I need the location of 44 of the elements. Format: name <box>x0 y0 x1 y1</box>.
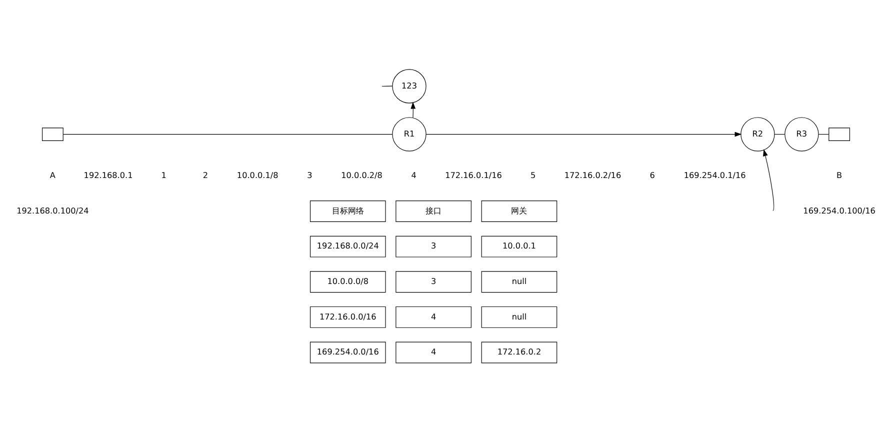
label: 3 <box>306 170 312 180</box>
node-circle: R2 <box>740 117 774 152</box>
connector <box>62 134 392 135</box>
node-box <box>828 128 850 141</box>
label: 172.16.0.2 <box>496 346 541 357</box>
label: 10.0.0.2/8 <box>340 170 382 180</box>
node-box <box>42 128 63 141</box>
label: 172.16.0.0/16 <box>318 311 376 322</box>
arrow <box>762 149 774 211</box>
node-label: 169.254.0.100/16 <box>802 205 875 216</box>
label: 192.168.0.1 <box>83 170 132 180</box>
connector <box>774 134 784 135</box>
label: 169.254.0.1/16 <box>683 170 746 180</box>
label: 3 <box>430 240 436 251</box>
label: 接口 <box>425 205 442 216</box>
label: 5 <box>530 170 536 180</box>
label: 6 <box>649 170 654 180</box>
arrow <box>425 132 742 137</box>
connector <box>818 134 829 135</box>
node-circle: R3 <box>784 117 818 152</box>
connector <box>381 86 392 87</box>
node-label: A <box>49 170 55 180</box>
label: 4 <box>410 170 416 180</box>
label: 2 <box>202 170 208 180</box>
label: 1 <box>160 170 166 180</box>
label: 目标网络 <box>331 205 364 216</box>
label: 10.0.0.1 <box>502 240 536 251</box>
label: 4 <box>430 311 436 322</box>
label: 169.254.0.0/16 <box>316 346 378 357</box>
label: null <box>511 276 526 286</box>
label: 3 <box>430 276 436 286</box>
label: 172.16.0.1/16 <box>444 170 502 180</box>
node-circle: 123 <box>392 69 426 104</box>
label: 10.0.0.0/8 <box>326 276 368 286</box>
label: null <box>511 311 526 322</box>
label: 172.16.0.2/16 <box>564 170 621 180</box>
node-label: B <box>836 170 842 180</box>
arrow <box>410 102 416 118</box>
label: 192.168.0.0/24 <box>316 240 378 251</box>
node-label: 192.168.0.100/24 <box>16 205 88 216</box>
label: 网关 <box>510 205 527 216</box>
node-circle: R1 <box>392 117 426 152</box>
label: 10.0.0.1/8 <box>236 170 278 180</box>
label: 4 <box>430 346 436 357</box>
